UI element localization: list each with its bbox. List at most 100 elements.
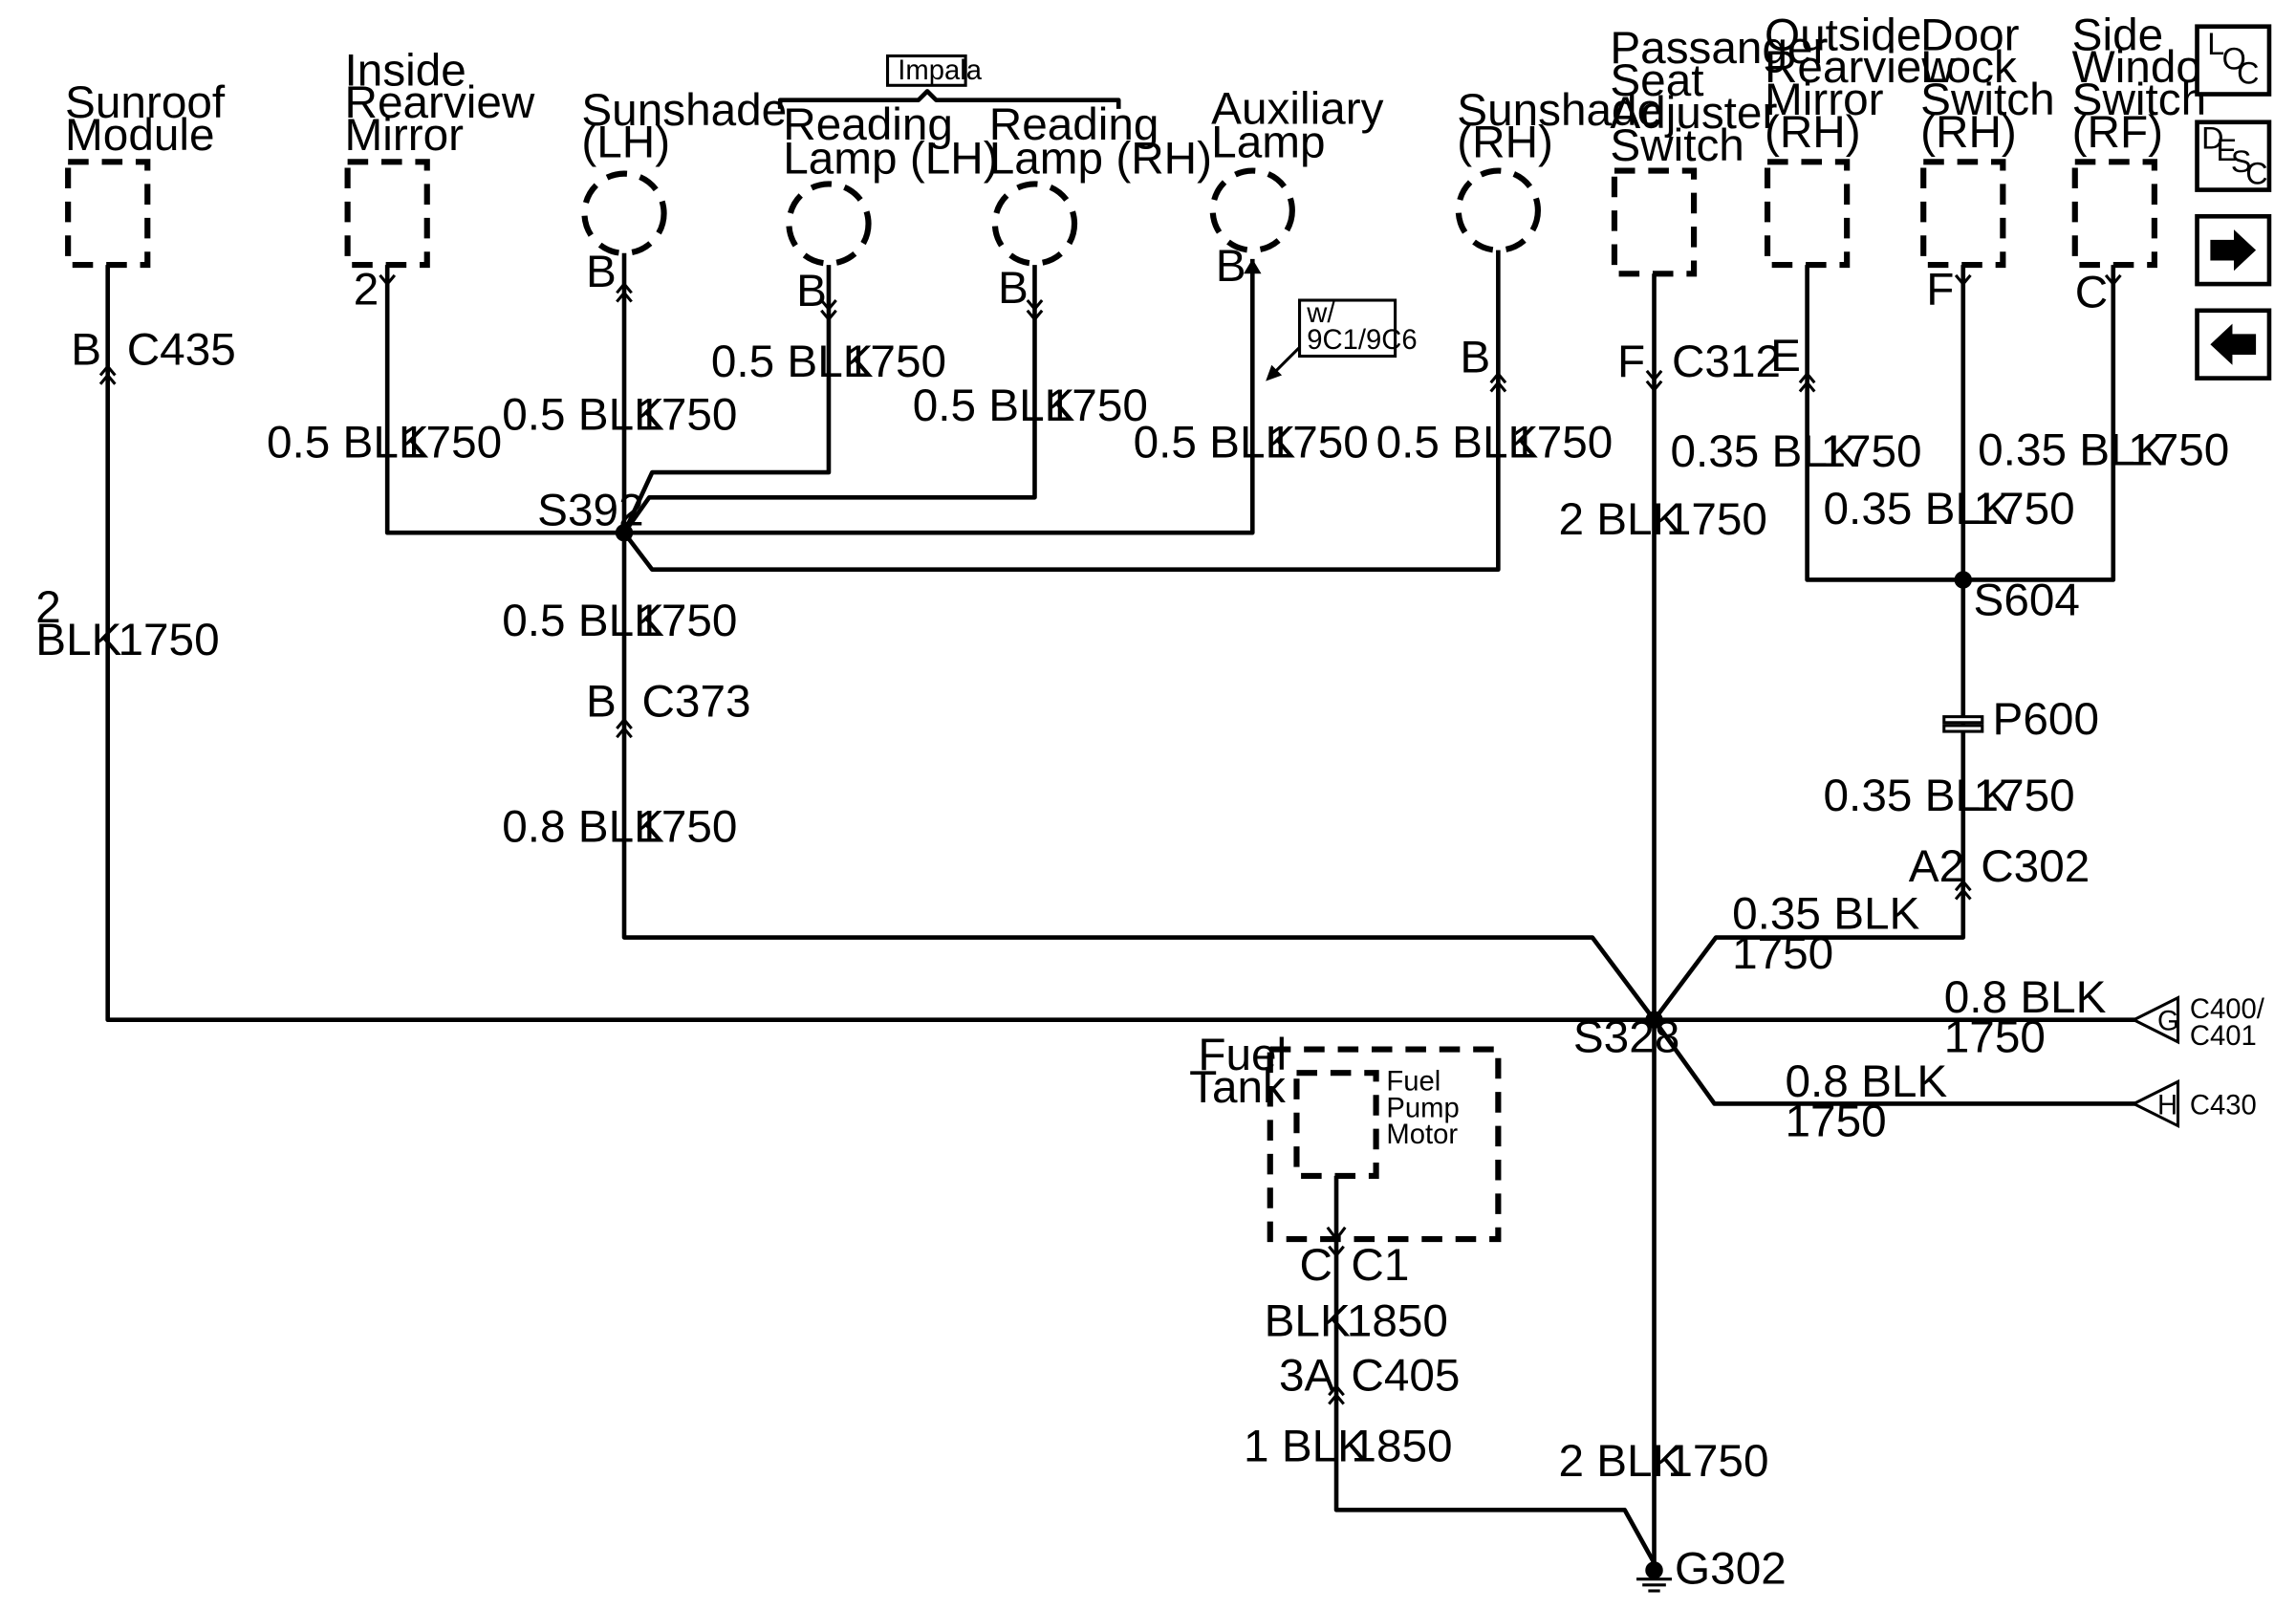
impala-label: Impala: [898, 55, 982, 86]
splice-s392: [615, 523, 634, 542]
component-label: Tank: [1189, 1062, 1286, 1113]
svg-text:O: O: [2222, 41, 2246, 76]
svg-text:C435: C435: [127, 325, 236, 376]
component-label: Reading: [989, 99, 1159, 150]
fuel-pump-motor[interactable]: Fuel Pump Motor: [1293, 1067, 1460, 1179]
component-label: Passanger: [1610, 23, 1828, 74]
auxiliary-lamp[interactable]: Auxiliary Lamp: [1209, 83, 1384, 253]
label-s392: S392: [537, 486, 643, 536]
svg-text:1750: 1750: [118, 615, 219, 665]
svg-text:1750: 1750: [1974, 771, 2075, 821]
svg-text:3A: 3A: [1279, 1351, 1335, 1402]
component-label: Sunshade: [1457, 85, 1662, 136]
svg-text:G: G: [2157, 1007, 2179, 1037]
sunshade-lh[interactable]: Sunshade (LH): [581, 85, 787, 256]
svg-text:1750: 1750: [2128, 424, 2229, 475]
reading-lamp-rh[interactable]: Reading Lamp (RH): [989, 99, 1212, 267]
svg-text:0.5 BLK: 0.5 BLK: [913, 381, 1075, 431]
svg-text:0.5 BLK: 0.5 BLK: [502, 596, 664, 646]
pin-labels: B C435 2 B B B B B F C312 E F C B C373 A…: [71, 241, 2264, 1402]
component-label: Mirror: [345, 110, 465, 161]
component-label: Fuel: [1198, 1030, 1287, 1080]
door-lock-switch-rh[interactable]: Door Lock Switch (RH): [1920, 10, 2055, 269]
wire-labels: 2 BLK 1750 0.5 BLK 1750 0.5 BLK 1750 0.5…: [35, 337, 2229, 1487]
svg-text:S: S: [2231, 144, 2252, 179]
svg-text:2 BLK: 2 BLK: [1558, 494, 1682, 545]
svg-text:C373: C373: [641, 677, 750, 728]
svg-text:B: B: [586, 677, 617, 728]
svg-text:0.5 BLK: 0.5 BLK: [711, 337, 874, 387]
component-label: Pump: [1386, 1093, 1459, 1123]
label-g302: G302: [1675, 1543, 1787, 1594]
component-label: Mirror: [1765, 75, 1884, 125]
splice-s604: [1954, 571, 1973, 589]
svg-text:BLK: BLK: [1265, 1296, 1351, 1347]
svg-text:0.8 BLK: 0.8 BLK: [1786, 1056, 1948, 1107]
component-label: Side: [2072, 10, 2163, 60]
svg-text:C: C: [2245, 156, 2267, 190]
loc-button[interactable]: L O C: [2195, 24, 2272, 97]
component-label: Lamp (RH): [989, 134, 1212, 185]
component-label: Lamp: [1211, 118, 1325, 168]
component-label: (LH): [581, 118, 670, 168]
component-label: Rearview: [345, 77, 535, 128]
component-label: Sunshade: [581, 85, 787, 136]
svg-text:0.5 BLK: 0.5 BLK: [1134, 418, 1296, 468]
svg-text:C400/: C400/: [2190, 994, 2265, 1025]
splice-points: S392 S604 S328 P600 G302: [537, 486, 2099, 1595]
svg-text:1750: 1750: [1666, 494, 1767, 545]
svg-text:0.35 BLK: 0.35 BLK: [1824, 771, 2011, 821]
sunroof-module[interactable]: Sunroof Module: [65, 77, 226, 269]
svg-text:C302: C302: [1981, 841, 2090, 892]
wire-c430: [1652, 1018, 2137, 1106]
next-page-button[interactable]: [2195, 213, 2272, 287]
component-label: Switch: [2072, 75, 2207, 125]
wire-door-lock: [1652, 265, 1966, 1022]
wire-sunshade-lh-trunk: [621, 252, 1657, 1022]
svg-text:B: B: [71, 325, 101, 376]
label-p600: P600: [1993, 694, 2099, 745]
svg-text:E: E: [2217, 133, 2238, 167]
label-s604: S604: [1974, 575, 2080, 625]
svg-text:L: L: [2207, 27, 2224, 61]
svg-text:H: H: [2157, 1090, 2177, 1120]
component-label: Door: [1920, 10, 2020, 60]
component-label: Auxiliary: [1211, 83, 1383, 134]
component-label: Adjuster: [1610, 88, 1777, 139]
svg-text:1850: 1850: [1351, 1422, 1452, 1472]
component-label: (RH): [1920, 107, 2017, 158]
previous-page-button[interactable]: [2195, 308, 2272, 381]
component-label: Outside: [1765, 10, 1921, 60]
svg-text:0.35 BLK: 0.35 BLK: [1978, 424, 2165, 475]
svg-text:1750: 1750: [1047, 381, 1148, 431]
svg-text:1750: 1750: [1786, 1096, 1887, 1146]
wire-reading-lamp-rh: [622, 265, 1037, 534]
svg-text:C: C: [2075, 268, 2108, 318]
svg-text:C405: C405: [1351, 1351, 1460, 1402]
sunshade-rh[interactable]: Sunshade (RH): [1455, 85, 1662, 253]
svg-text:C430: C430: [2190, 1090, 2257, 1120]
component-label: (RF): [2072, 107, 2163, 158]
outside-rearview-mirror-rh[interactable]: Outside Rearview Mirror (RH): [1765, 10, 1955, 269]
ground-g302: [1636, 1561, 1672, 1593]
option-note-9c1-9c6: w/ 9C1/9C6: [1266, 298, 1418, 381]
wire-sunroof: [105, 265, 1655, 1023]
svg-text:1750: 1750: [401, 418, 502, 468]
svg-text:C401: C401: [2190, 1021, 2257, 1052]
svg-text:D: D: [2201, 120, 2223, 155]
svg-text:E: E: [1770, 331, 1801, 381]
passenger-seat-adjuster-switch[interactable]: Passanger Seat Adjuster Switch: [1610, 23, 1829, 277]
desc-button[interactable]: D E S C: [2195, 120, 2272, 192]
fuel-tank[interactable]: Fuel Tank: [1189, 1030, 1502, 1243]
svg-text:2 BLK: 2 BLK: [1558, 1436, 1682, 1487]
svg-text:1750: 1750: [1267, 418, 1369, 468]
impala-group-bracket: Impala: [777, 54, 1121, 109]
reading-lamp-lh[interactable]: Reading Lamp (LH): [783, 99, 999, 267]
component-label: Sunroof: [65, 77, 226, 128]
c430-terminal: H: [2130, 1078, 2180, 1129]
wire-auxiliary-lamp: [624, 258, 1255, 535]
wire-reading-lamp-lh: [621, 265, 832, 534]
inside-rearview-mirror[interactable]: Inside Rearview Mirror: [344, 45, 535, 269]
svg-text:1750: 1750: [1511, 418, 1613, 468]
